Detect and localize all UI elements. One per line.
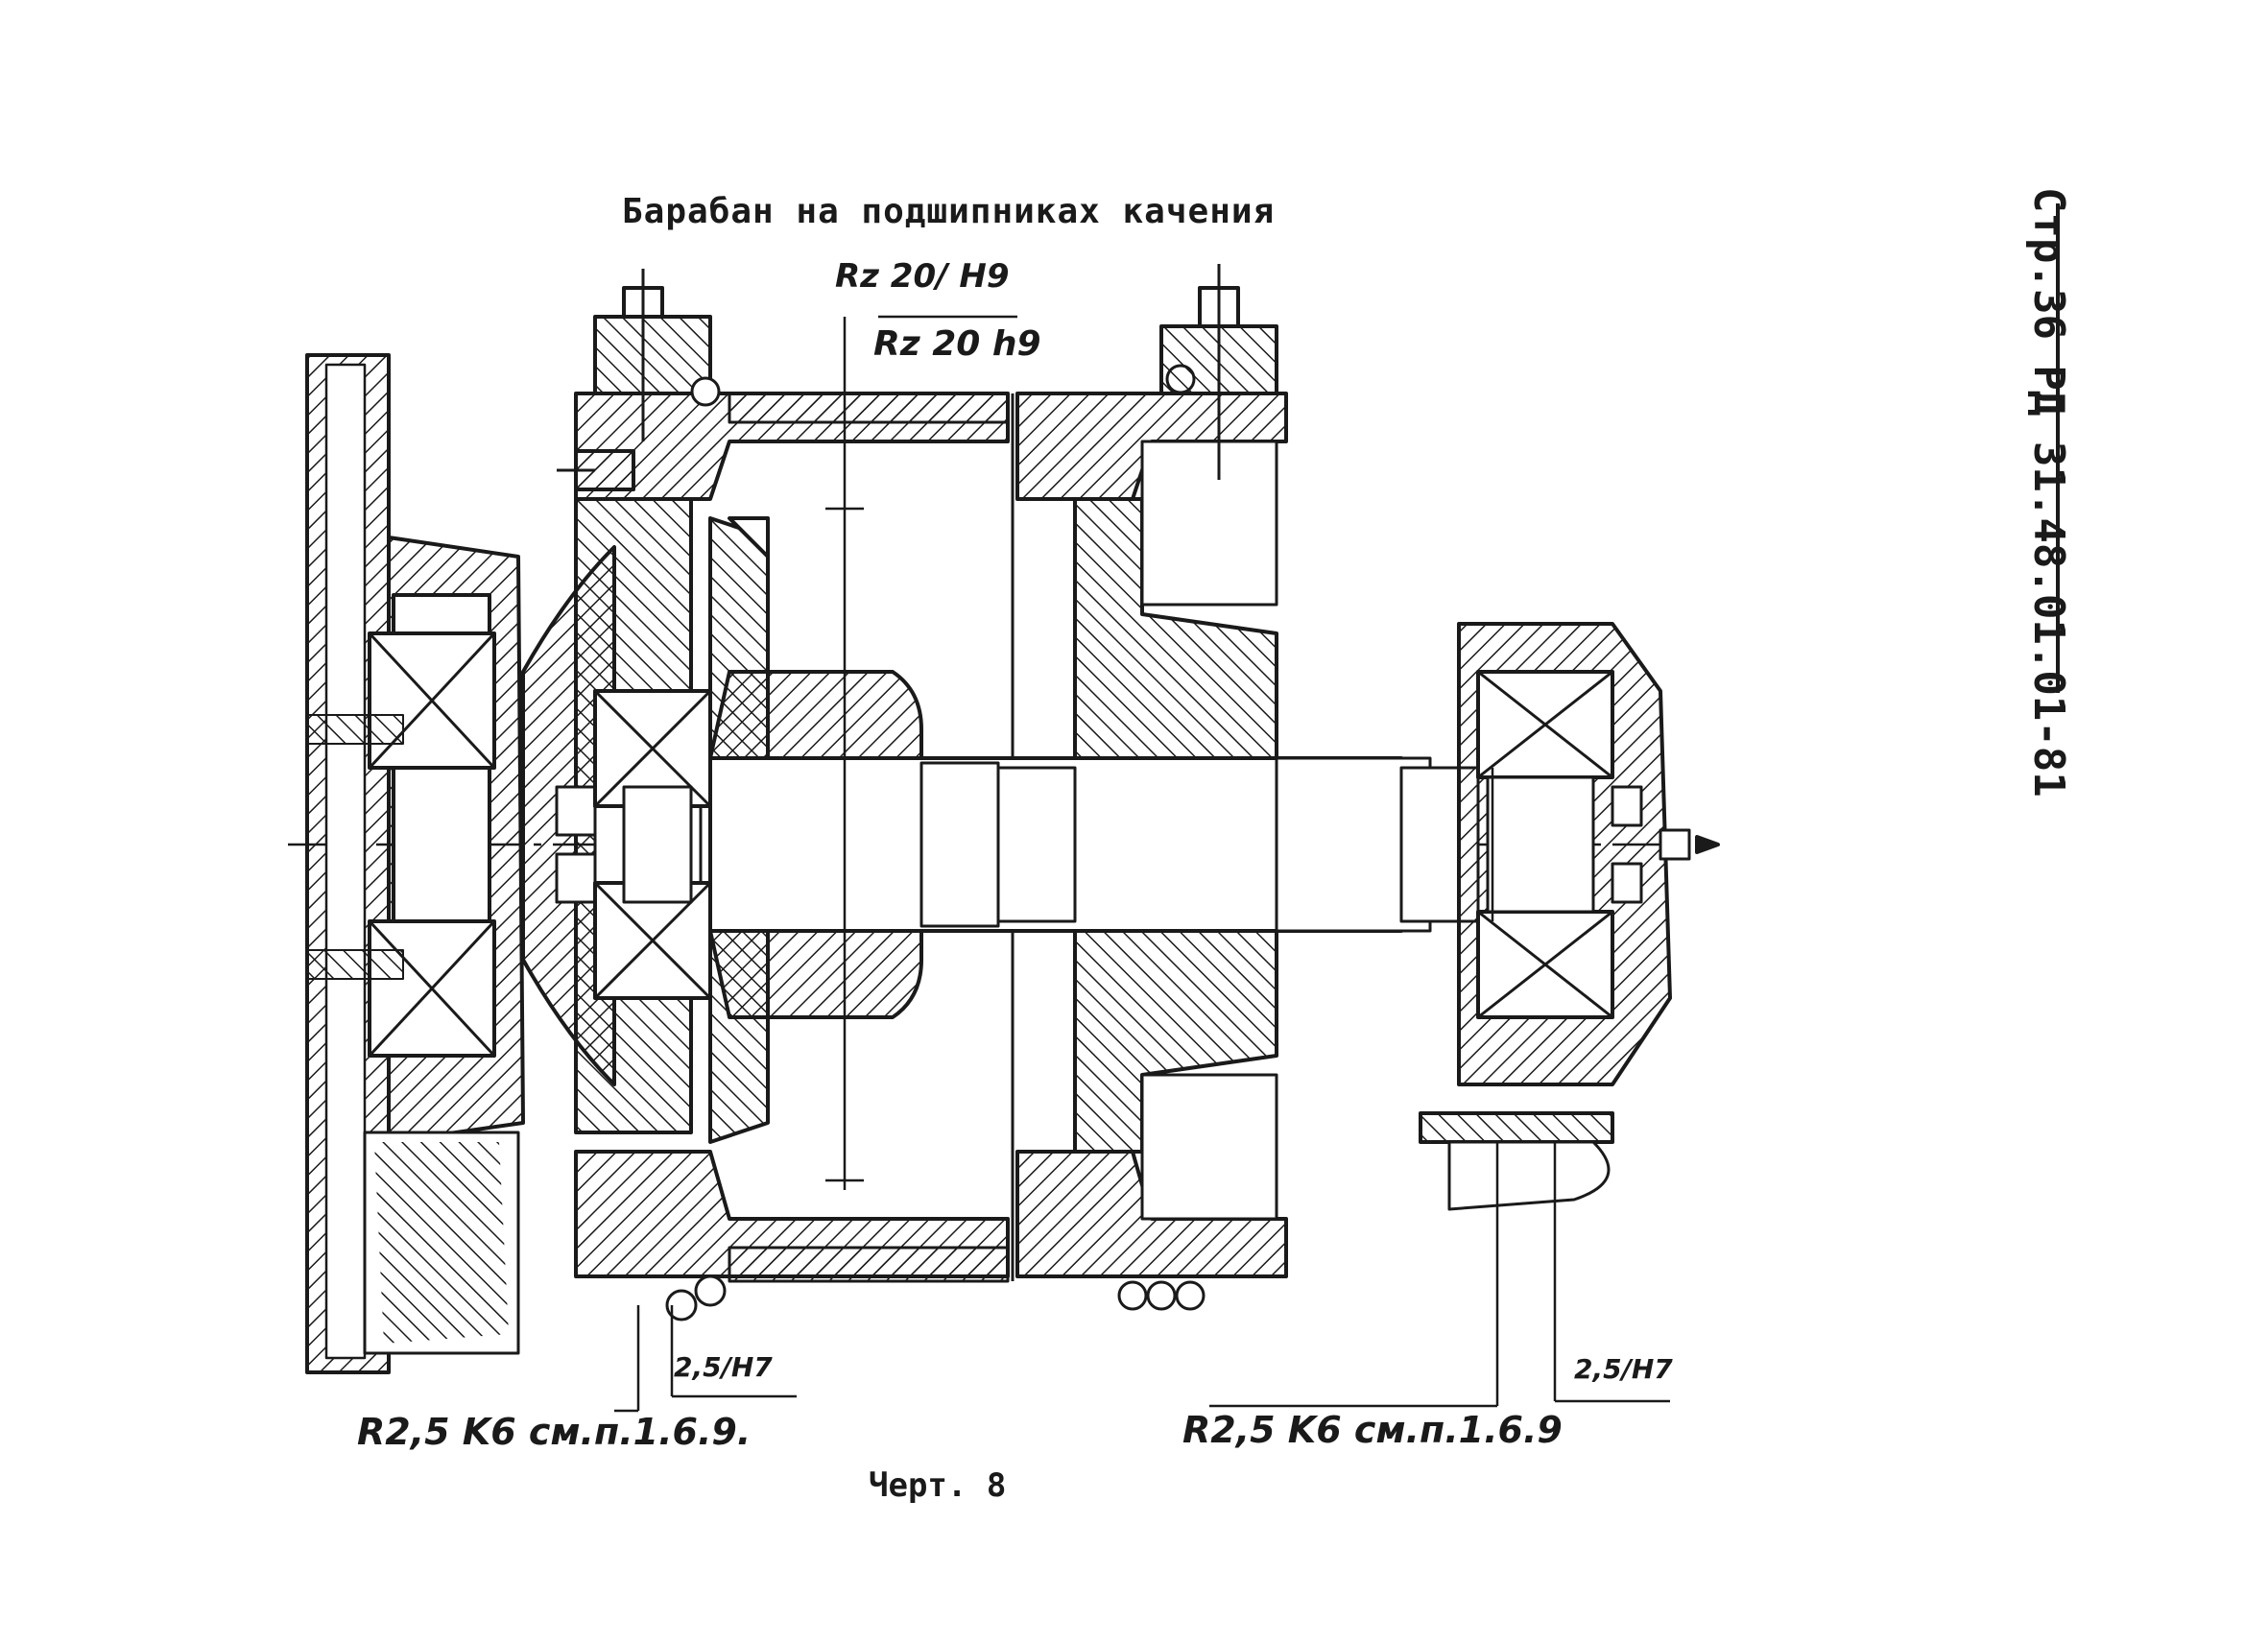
fit-annotation-lower: Rz 20 h9 (873, 324, 1041, 364)
figure-caption: Черт. 8 (869, 1466, 1007, 1505)
fit-annotation-mid-right: 2,5/H7 (1574, 1353, 1673, 1385)
fit-annotation-bottom-left: R2,5 K6 см.п.1.6.9. (357, 1411, 752, 1453)
fit-annotation-upper: Rz 20/ H9 (835, 257, 1010, 296)
axis-arrow (1695, 835, 1720, 854)
drawing-title: Барабан на подшипниках качения (622, 192, 1276, 231)
header-rule (2056, 203, 2060, 693)
left-rope-clamp (557, 269, 721, 491)
shaft (708, 756, 1480, 933)
drum-shell (728, 392, 1015, 1283)
left-flange (305, 353, 525, 1374)
fit-annotation-bottom-right: R2,5 K6 см.п.1.6.9 (1182, 1409, 1563, 1451)
left-bearing (593, 689, 712, 1000)
drum-right-half (1015, 392, 1288, 1278)
dimension-lines (614, 315, 1670, 1413)
fit-annotation-mid-left: 2,5/H7 (674, 1351, 773, 1383)
right-rope-clamp (1159, 264, 1278, 480)
right-bearing-housing (1419, 622, 1691, 1211)
